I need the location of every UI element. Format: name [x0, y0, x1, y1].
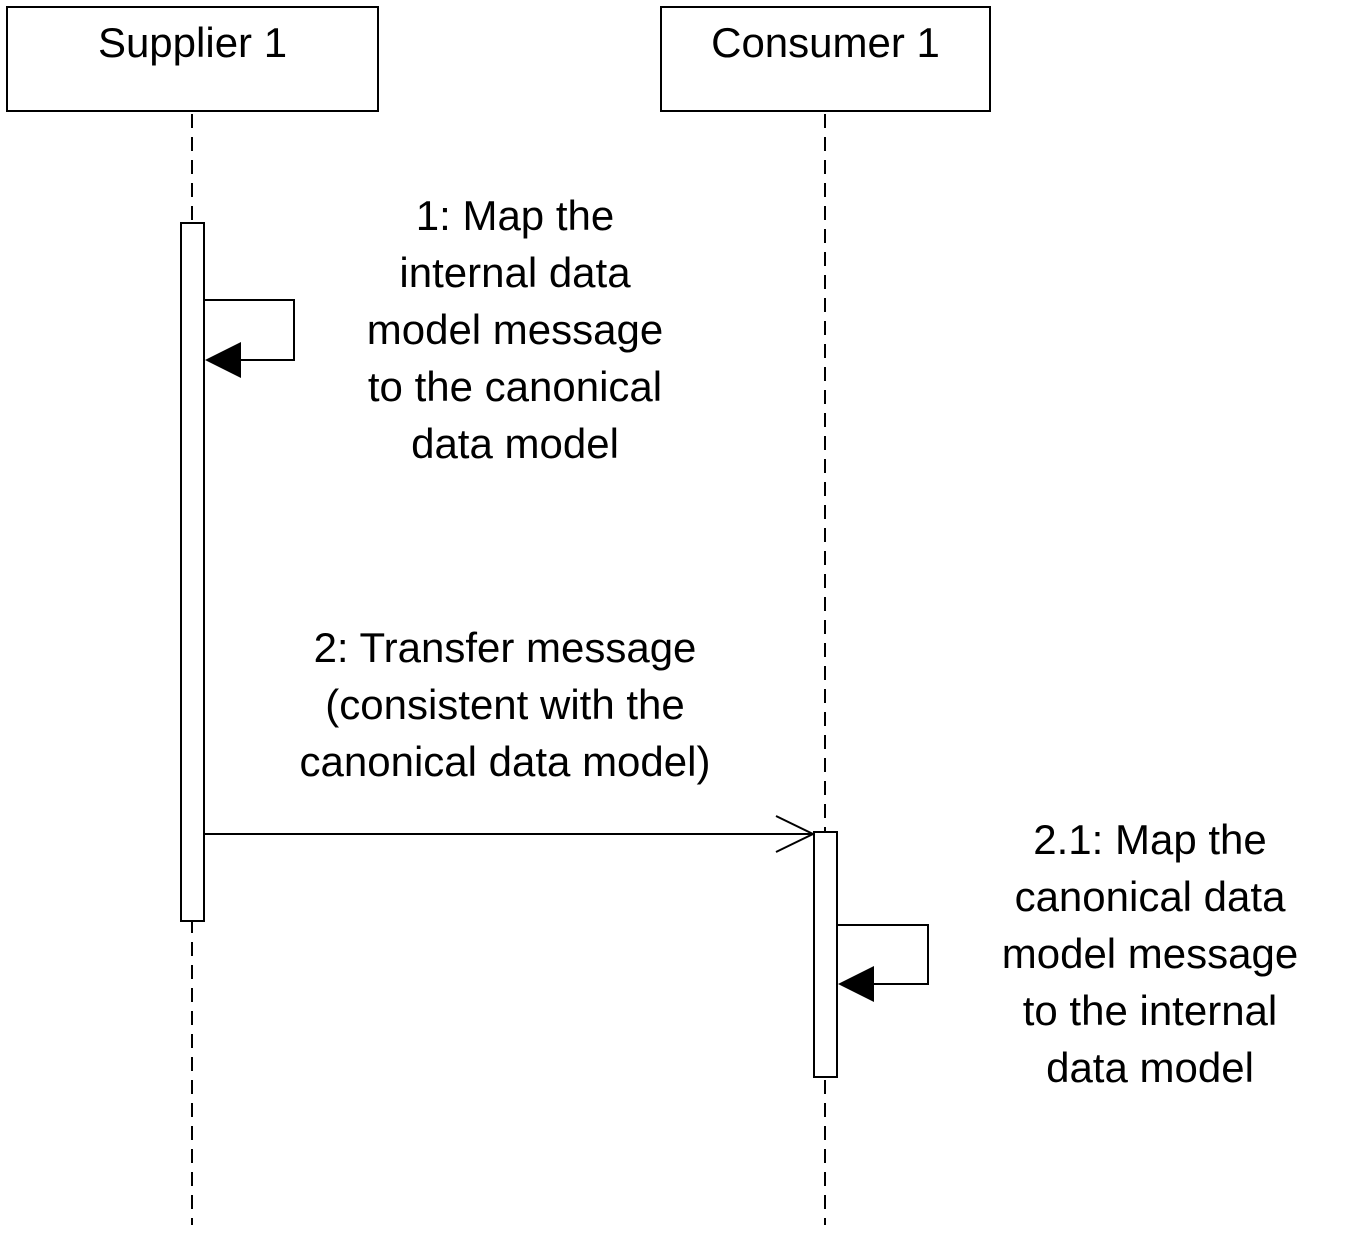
message-21-label-line: canonical data: [1014, 873, 1286, 920]
message-21-label-line: 2.1: Map the: [1033, 816, 1267, 863]
self-message-1-arrowhead: [205, 342, 241, 378]
message-1-label-line: model message: [366, 306, 664, 353]
message-21-label-line: to the internal: [1022, 987, 1278, 1034]
self-message-21-arrowhead: [838, 966, 874, 1002]
message-1-label: 1: Map the internal data model message t…: [330, 187, 700, 472]
message-2-label-line: (consistent with the: [325, 681, 685, 728]
activation-supplier: [180, 222, 205, 922]
participant-supplier: Supplier 1: [6, 6, 379, 112]
activation-consumer: [813, 831, 838, 1078]
participant-consumer: Consumer 1: [660, 6, 991, 112]
message-2-label-line: 2: Transfer message: [313, 624, 697, 671]
self-message-21-line: [837, 924, 929, 985]
message-21-label-line: data model: [1046, 1044, 1254, 1091]
message-21-label-line: model message: [1001, 930, 1299, 977]
participant-consumer-label: Consumer 1: [711, 19, 940, 66]
message-2-arrowhead: [775, 815, 816, 853]
participant-supplier-label: Supplier 1: [97, 19, 288, 66]
message-2-label: 2: Transfer message (consistent with the…: [250, 619, 760, 790]
self-message-1-line: [204, 299, 295, 361]
message-1-label-line: internal data: [399, 249, 631, 296]
message-21-label: 2.1: Map the canonical data model messag…: [970, 811, 1330, 1096]
message-2-label-line: canonical data model): [299, 738, 711, 785]
message-1-label-line: to the canonical: [367, 363, 663, 410]
message-1-label-line: data model: [411, 420, 619, 467]
message-1-label-line: 1: Map the: [415, 192, 615, 239]
